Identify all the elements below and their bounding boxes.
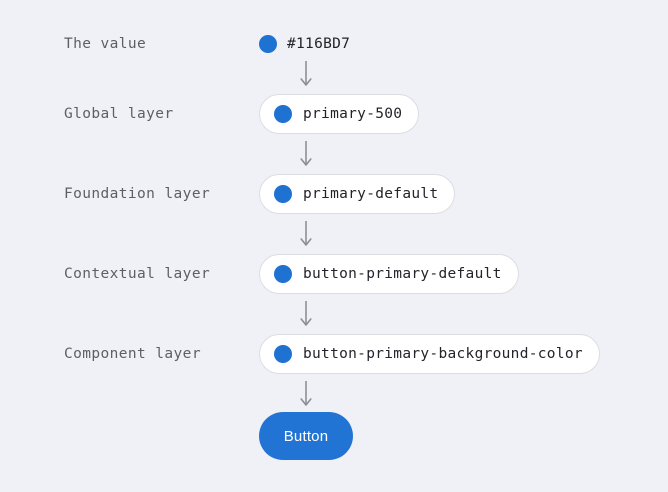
color-swatch-dot [274,185,292,203]
token-name-text: primary-default [303,186,439,202]
row-label-foundation-layer: Foundation layer [64,186,211,202]
token-pill-component[interactable]: button-primary-background-color [259,334,600,374]
arrow-down-icon [296,219,316,249]
preview-button[interactable]: Button [259,412,353,460]
arrow-down-icon [296,299,316,329]
row-foundation-layer: Foundation layer primary-default [0,174,668,214]
color-swatch-dot [274,265,292,283]
arrow-down-icon [296,379,316,409]
row-label-component-layer: Component layer [64,346,201,362]
token-name-text: button-primary-default [303,266,502,282]
row-component-layer: Component layer button-primary-backgroun… [0,334,668,374]
color-swatch-dot [274,105,292,123]
row-label-the-value: The value [64,36,147,52]
color-swatch-dot [274,345,292,363]
row-the-value: The value #116BD7 [0,24,668,64]
row-global-layer: Global layer primary-500 [0,94,668,134]
row-contextual-layer: Contextual layer button-primary-default [0,254,668,294]
row-label-contextual-layer: Contextual layer [64,266,211,282]
token-name-text: primary-500 [303,106,403,122]
token-pill-contextual[interactable]: button-primary-default [259,254,519,294]
token-pill-foundation[interactable]: primary-default [259,174,456,214]
value-node: #116BD7 [259,35,350,53]
arrow-down-icon [296,59,316,89]
token-name-text: button-primary-background-color [303,346,583,362]
token-pill-global[interactable]: primary-500 [259,94,420,134]
arrow-down-icon [296,139,316,169]
color-swatch-dot [259,35,277,53]
hex-value-text: #116BD7 [287,36,351,52]
row-label-global-layer: Global layer [64,106,174,122]
